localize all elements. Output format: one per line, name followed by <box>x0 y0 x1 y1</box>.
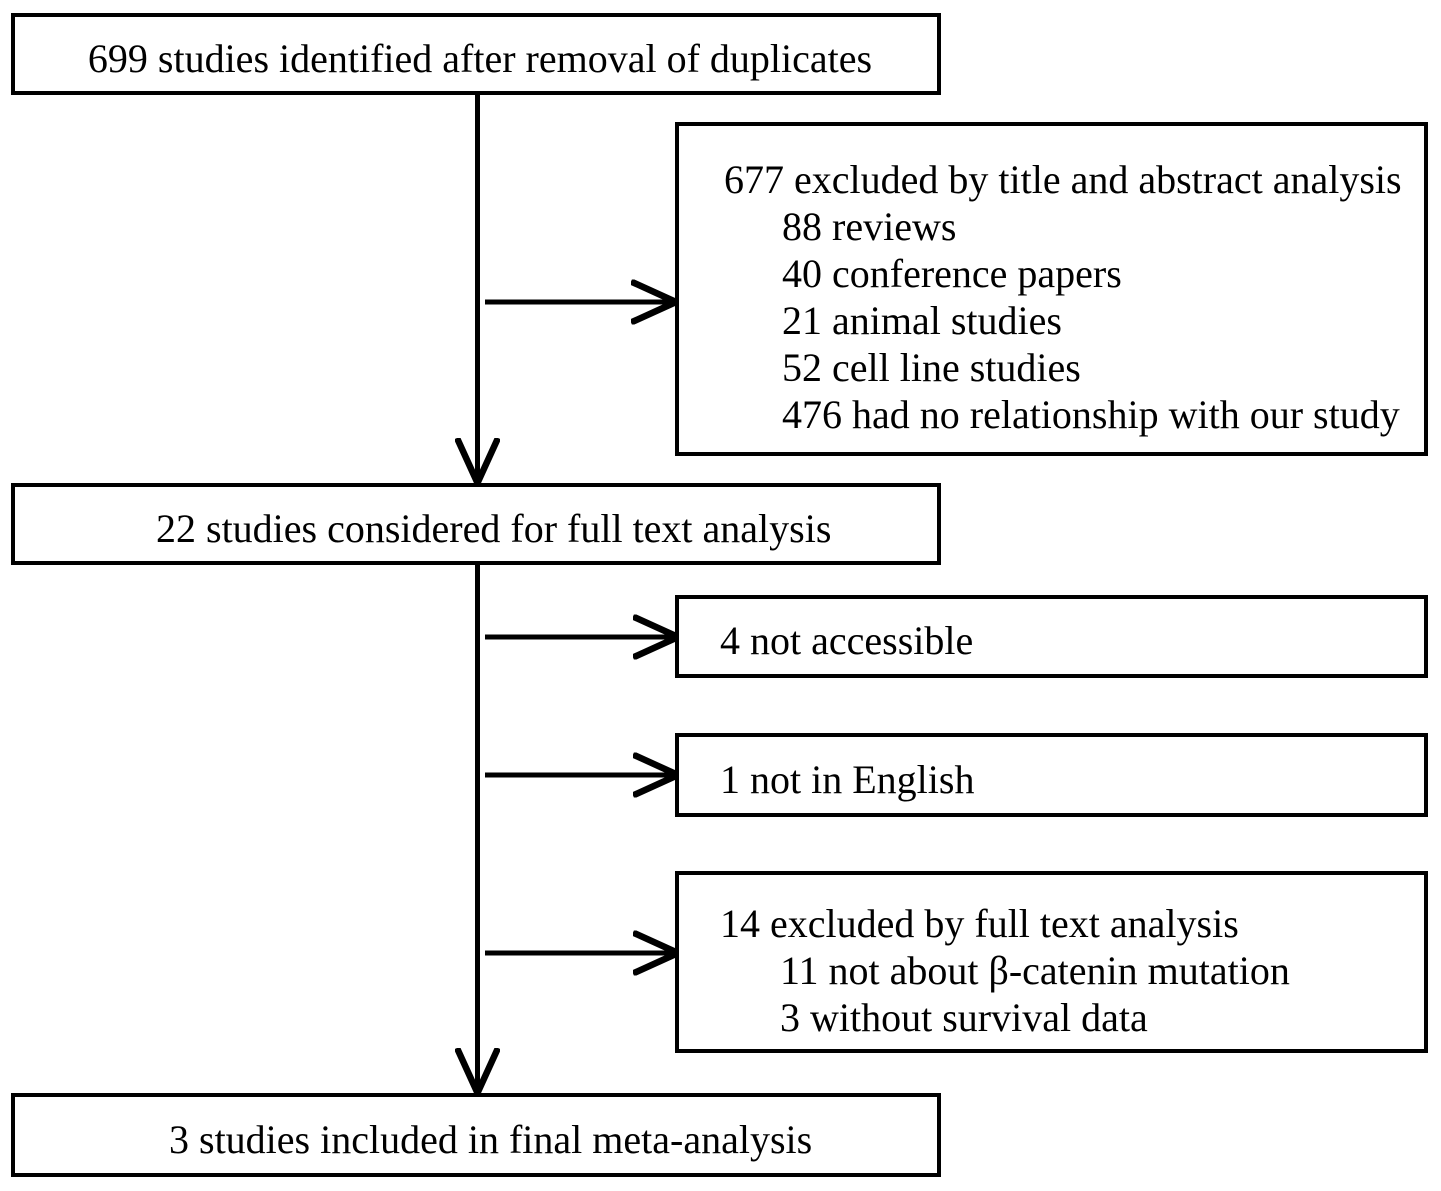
box-studies-identified: 699 studies identified after removal of … <box>11 13 941 95</box>
excluded-full-text-reason-no-survival-data: 3 without survival data <box>780 995 1148 1040</box>
box-not-english: 1 not in English <box>675 733 1428 817</box>
excluded-title-abstract-heading: 677 excluded by title and abstract analy… <box>724 157 1402 202</box>
excluded-full-text-reason-not-about-catenin: 11 not about β-catenin mutation <box>780 948 1290 993</box>
box-excluded-full-text: 14 excluded by full text analysis 11 not… <box>675 871 1428 1053</box>
box-full-text-considered-label: 22 studies considered for full text anal… <box>156 505 832 551</box>
excluded-reason-cell-line-studies: 52 cell line studies <box>782 345 1081 390</box>
box-not-accessible: 4 not accessible <box>675 595 1428 678</box>
excluded-reason-animal-studies: 21 animal studies <box>782 298 1062 343</box>
box-full-text-considered: 22 studies considered for full text anal… <box>11 483 941 565</box>
excluded-full-text-heading: 14 excluded by full text analysis <box>720 901 1239 946</box>
box-studies-identified-label: 699 studies identified after removal of … <box>87 35 873 81</box>
excluded-reason-conference-papers: 40 conference papers <box>782 251 1122 296</box>
box-included-final-label: 3 studies included in final meta-analysi… <box>169 1116 813 1162</box>
box-not-accessible-label: 4 not accessible <box>720 618 974 663</box>
box-excluded-title-abstract: 677 excluded by title and abstract analy… <box>675 122 1428 456</box>
excluded-reason-no-relationship: 476 had no relationship with our study <box>782 392 1400 437</box>
box-included-final: 3 studies included in final meta-analysi… <box>11 1093 941 1177</box>
excluded-reason-reviews: 88 reviews <box>782 204 957 249</box>
box-not-english-label: 1 not in English <box>720 756 975 802</box>
box-excluded-full-text-content: 14 excluded by full text analysis 11 not… <box>720 900 1290 1041</box>
box-excluded-title-abstract-content: 677 excluded by title and abstract analy… <box>724 156 1402 438</box>
